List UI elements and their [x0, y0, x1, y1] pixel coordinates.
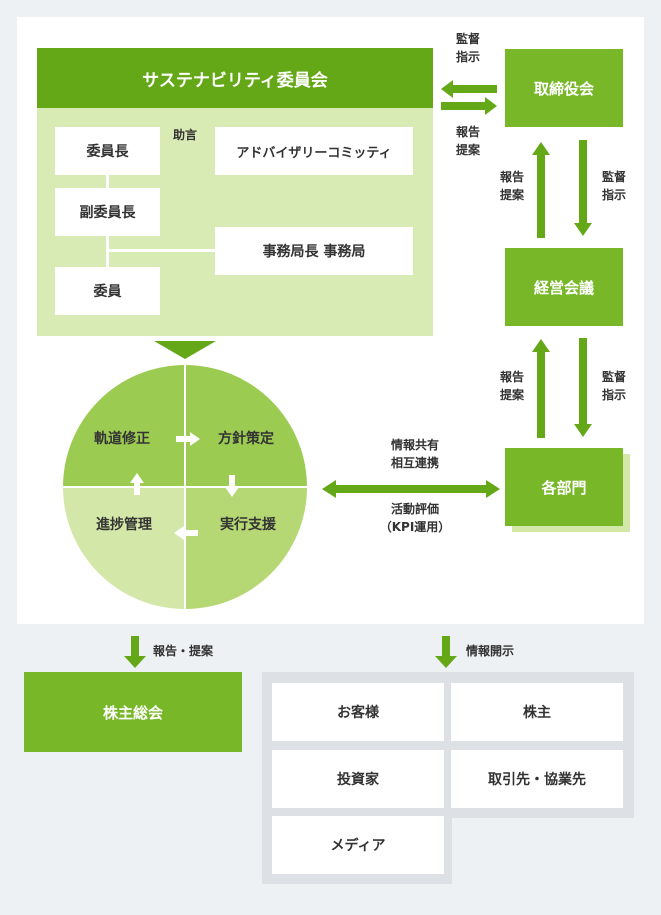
- cycle-support-label: 実行支援: [220, 517, 276, 533]
- evaluation-label: 活動評価（KPI運用）: [379, 502, 451, 534]
- stakeholder-partners: 取引先・協業先: [451, 750, 623, 808]
- committee-connector-horizontal: [106, 249, 216, 252]
- info-share-label: 情報共有相互連携: [390, 438, 439, 470]
- mgmt-report-up-arrow: [532, 142, 550, 238]
- cycle-progress-label: 進捗管理: [96, 517, 152, 533]
- departments-report-label: 報告提案: [499, 370, 524, 402]
- committee-title: サステナビリティ委員会: [37, 48, 433, 108]
- stakeholder-investors: 投資家: [272, 750, 444, 808]
- cycle-arrow-up: [130, 473, 144, 495]
- quadrant-correct: [63, 365, 185, 487]
- board-supervise-arrow: [441, 80, 497, 98]
- dept-report-up-arrow: [532, 339, 550, 438]
- board-box: 取締役会: [505, 49, 623, 127]
- cycle-arrow-down: [225, 475, 239, 497]
- stakeholder-customers: お客様: [272, 683, 444, 741]
- committee-chair: 委員長: [55, 127, 160, 175]
- quadrant-policy: [185, 365, 307, 487]
- committee-vice-chair: 副委員長: [55, 188, 160, 236]
- cycle-correct-label: 軌道修正: [94, 431, 150, 447]
- cycle-arrow-right: [176, 432, 200, 446]
- dept-supervise-down-arrow: [574, 338, 592, 437]
- board-supervise-label: 監督指示: [455, 32, 480, 64]
- quadrant-progress: [63, 487, 185, 609]
- disclosure-down-arrow: [435, 636, 457, 668]
- stakeholder-media: メディア: [272, 816, 444, 874]
- quadrant-support: [185, 487, 307, 609]
- committee-member: 委員: [55, 267, 160, 315]
- disclosure-label: 情報開示: [466, 644, 515, 658]
- advice-label: 助言: [172, 128, 197, 142]
- report-down-arrow: [124, 636, 146, 668]
- advisory-committee: アドバイザリーコミッティ: [215, 127, 413, 175]
- board-report-label: 報告提案: [455, 125, 480, 157]
- cycle-arrow-left: [174, 526, 198, 540]
- shareholders-meeting-box: 株主総会: [24, 672, 242, 752]
- management-box: 経営会議: [505, 248, 623, 326]
- stakeholder-shareholders: 株主: [451, 683, 623, 741]
- management-supervise-label: 監督指示: [601, 170, 626, 202]
- board-report-arrow: [441, 97, 497, 115]
- report-propose-label: 報告・提案: [153, 644, 214, 658]
- secretariat: 事務局長 事務局: [215, 227, 413, 275]
- cycle-policy-label: 方針策定: [218, 431, 274, 447]
- committee-down-triangle: [154, 341, 216, 359]
- mgmt-supervise-down-arrow: [574, 140, 592, 236]
- info-double-arrow: [322, 480, 500, 498]
- departments-box: 各部門: [505, 448, 623, 526]
- departments-supervise-label: 監督指示: [601, 370, 626, 402]
- management-report-label: 報告提案: [499, 170, 524, 202]
